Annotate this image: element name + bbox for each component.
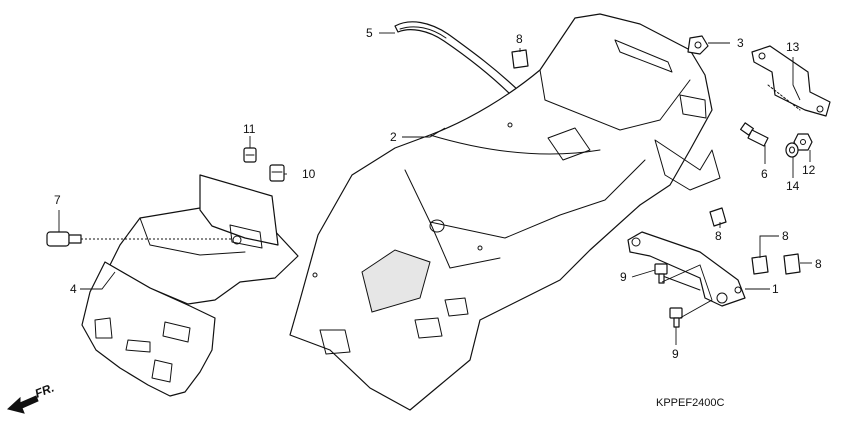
callout-8-mid: 8 [715, 229, 722, 243]
part-5-strap[interactable] [394, 21, 521, 99]
front-arrow-icon [6, 395, 39, 414]
part-2-rear-fender[interactable] [289, 13, 721, 411]
callout-8-right-2: 8 [815, 257, 822, 271]
callout-9-upper: 9 [620, 270, 627, 284]
leader-lines [58, 32, 812, 345]
callout-1: 1 [772, 282, 779, 296]
part-4-license-bracket[interactable] [81, 174, 299, 397]
part-8-clip-right-2[interactable] [783, 253, 801, 275]
part-6-bolt[interactable] [740, 122, 769, 147]
part-9-bolt-lower[interactable] [669, 307, 683, 328]
front-direction-marker: FR. [6, 381, 56, 414]
callout-11: 11 [243, 122, 256, 136]
callout-6: 6 [761, 167, 768, 181]
part-13-bracket[interactable] [751, 45, 831, 117]
callout-labels: 5 2 8 3 13 11 10 7 4 6 12 14 8 8 8 1 9 9 [54, 26, 822, 361]
callout-12: 12 [802, 163, 816, 177]
callout-9-lower: 9 [672, 347, 679, 361]
part-9-bolt-upper[interactable] [654, 263, 668, 284]
callout-2: 2 [390, 130, 397, 144]
callout-4: 4 [70, 282, 77, 296]
front-label: FR. [33, 381, 56, 401]
callout-3: 3 [737, 36, 744, 50]
callout-13: 13 [786, 40, 800, 54]
part-8-clip-top[interactable] [511, 49, 529, 69]
callout-14: 14 [786, 179, 800, 193]
part-11-clip[interactable] [243, 147, 257, 163]
callout-8-top: 8 [516, 32, 523, 46]
part-7-bolt[interactable] [46, 231, 232, 247]
callout-5: 5 [366, 26, 373, 40]
callout-8-right-1: 8 [782, 229, 789, 243]
diagram-code: KPPEF2400C [656, 397, 725, 409]
callout-10: 10 [302, 167, 316, 181]
part-3-nut[interactable] [687, 35, 709, 55]
part-8-clip-right-1[interactable] [751, 255, 769, 275]
part-12-nut[interactable] [793, 133, 813, 151]
part-8-clip-mid[interactable] [709, 207, 727, 227]
part-1-bracket[interactable] [627, 231, 746, 307]
callout-7: 7 [54, 193, 61, 207]
part-14-washer[interactable] [785, 142, 799, 158]
part-10-clip[interactable] [269, 164, 285, 182]
